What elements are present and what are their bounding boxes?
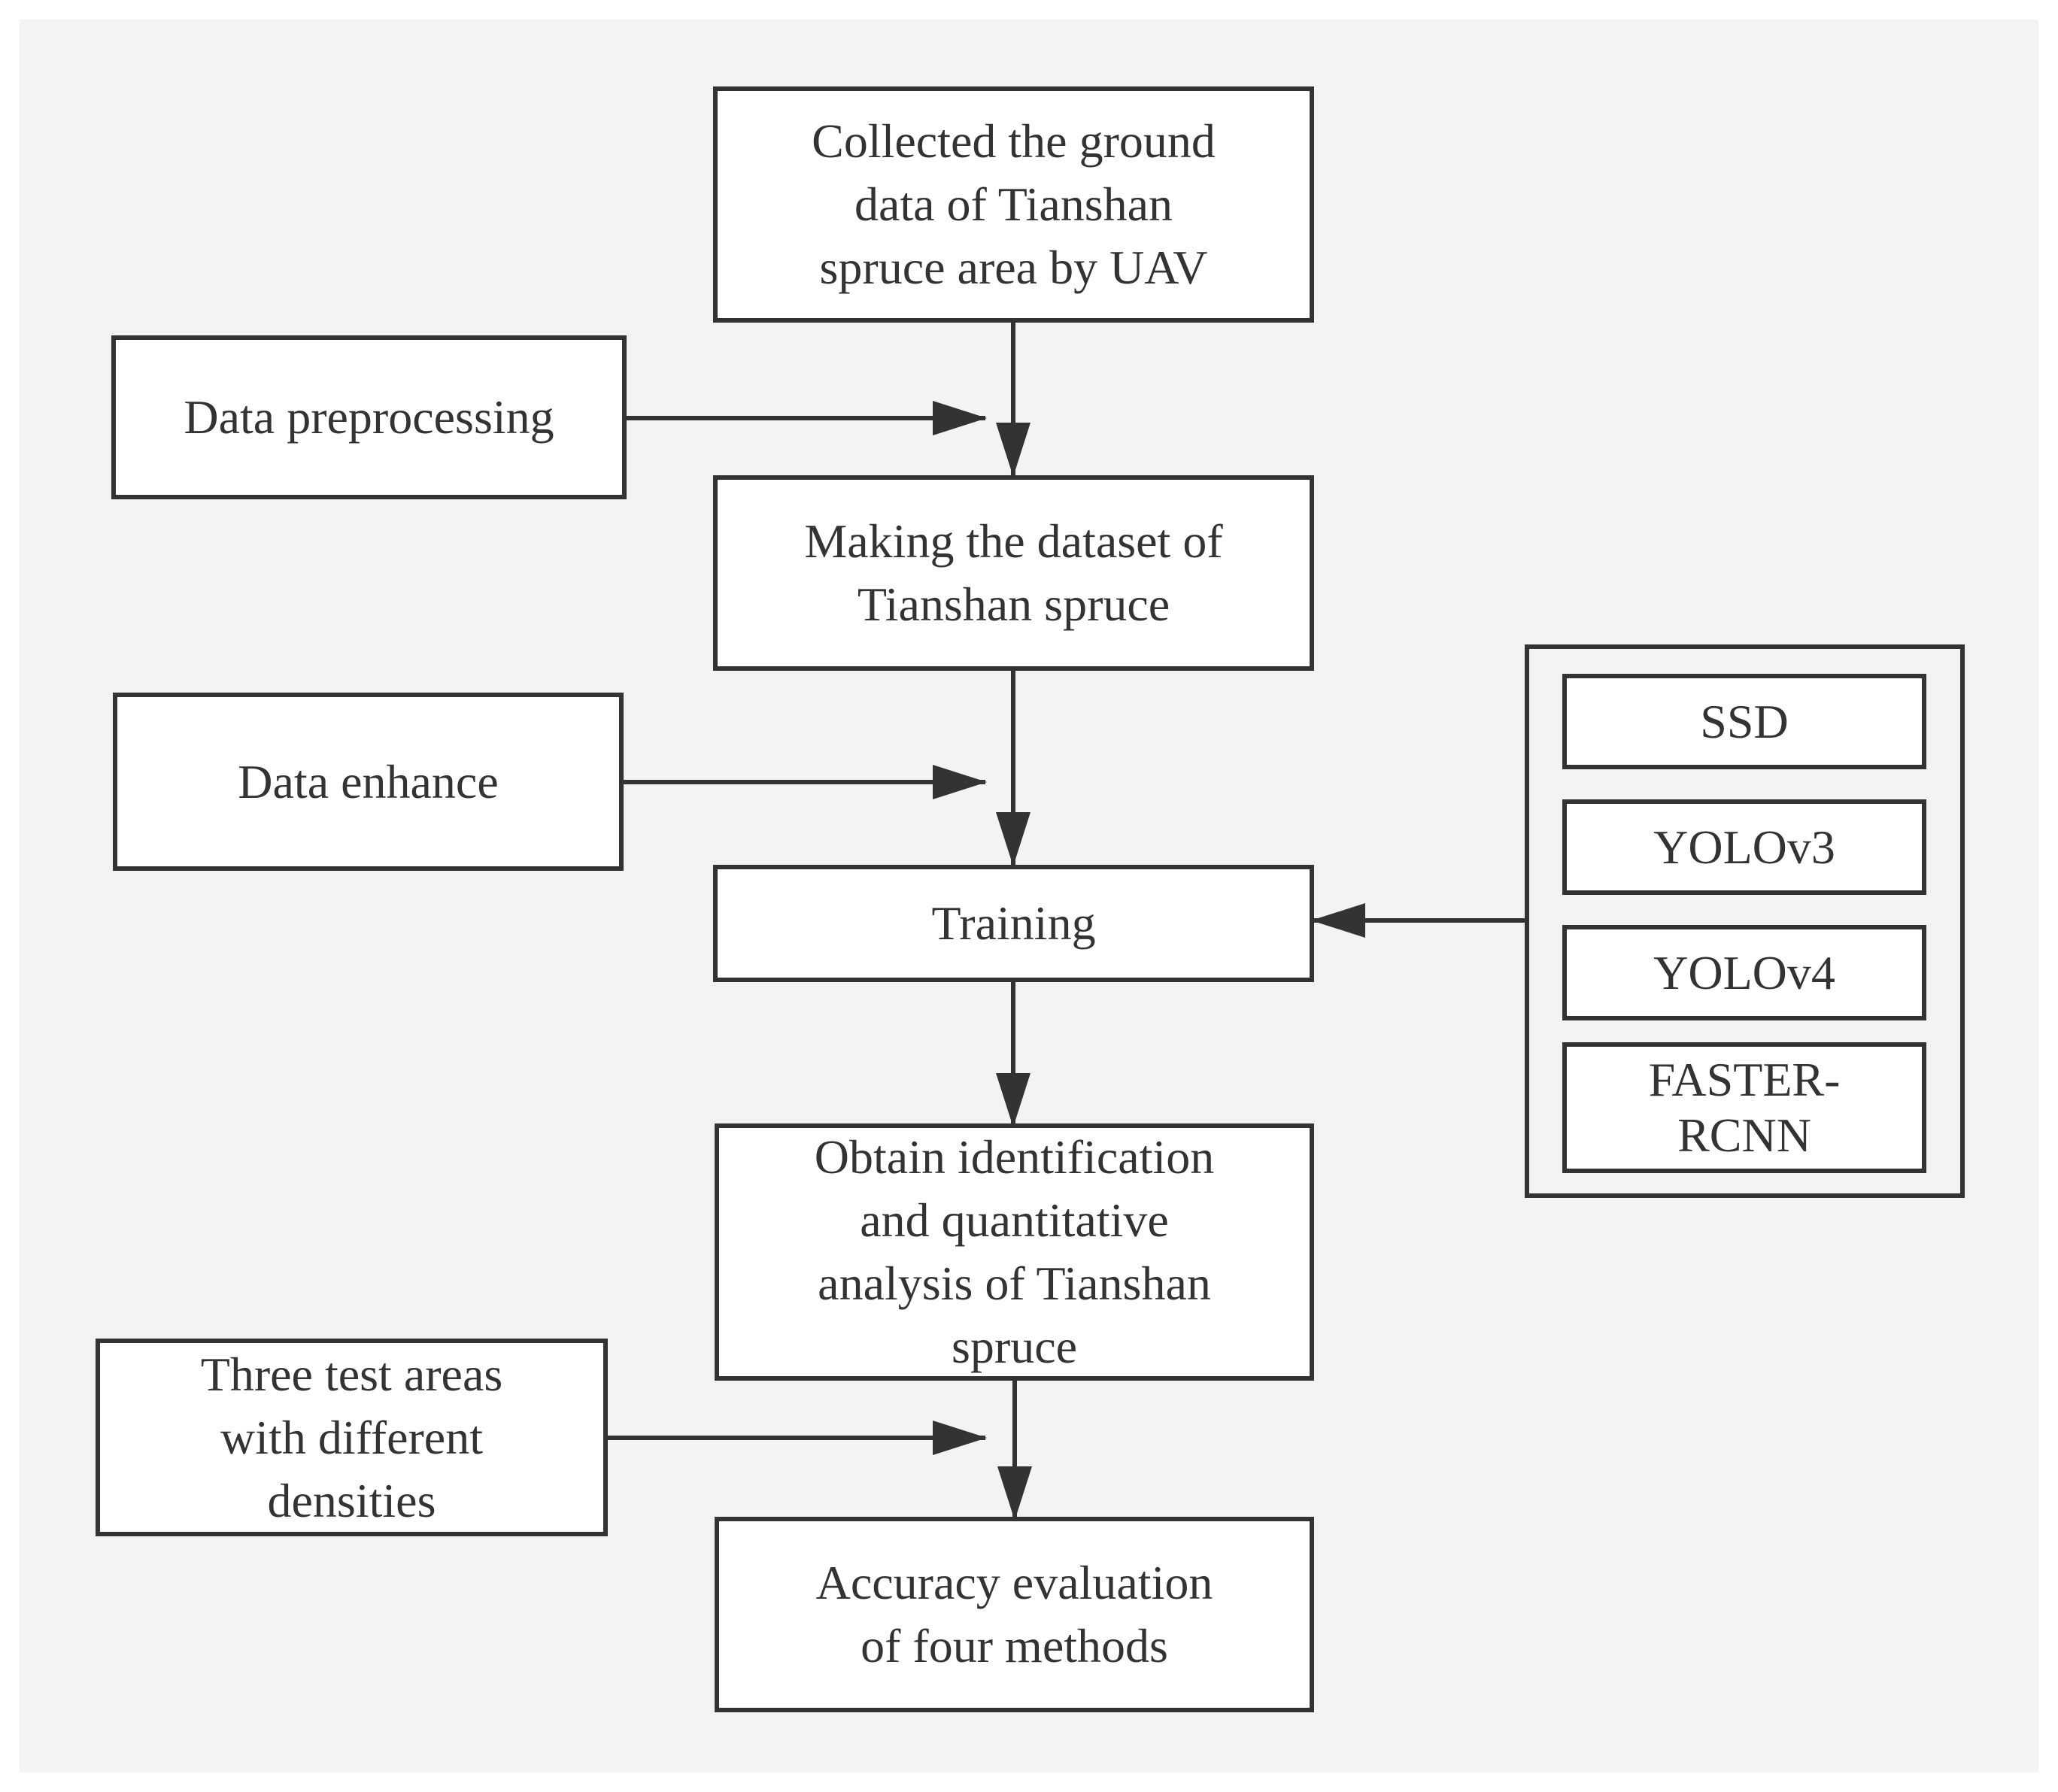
node-line: of four methods bbox=[861, 1619, 1168, 1672]
node-line: Three test areas bbox=[200, 1347, 503, 1401]
node-line: Making the dataset of bbox=[804, 514, 1223, 568]
node-line: and quantitative bbox=[860, 1193, 1169, 1247]
node-making-dataset: Making the dataset of Tianshan spruce bbox=[713, 475, 1314, 671]
node-line: with different bbox=[220, 1410, 483, 1464]
node-collect-uav-data: Collected the ground data of Tianshan sp… bbox=[713, 86, 1314, 323]
node-data-enhance: Data enhance bbox=[113, 693, 624, 871]
node-line: spruce bbox=[951, 1320, 1078, 1373]
model-label: FASTER- bbox=[1648, 1053, 1841, 1106]
model-ssd: SSD bbox=[1562, 674, 1926, 769]
node-line: analysis of Tianshan bbox=[818, 1257, 1211, 1310]
model-yolov4: YOLOv4 bbox=[1562, 925, 1926, 1020]
model-label: SSD bbox=[1700, 694, 1789, 748]
model-label: YOLOv3 bbox=[1653, 820, 1835, 874]
node-line: Data preprocessing bbox=[184, 390, 554, 444]
node-line: densities bbox=[267, 1473, 436, 1527]
node-line: Data enhance bbox=[238, 754, 499, 808]
node-obtain-analysis: Obtain identification and quantitative a… bbox=[715, 1123, 1314, 1381]
node-training: Training bbox=[713, 865, 1314, 982]
node-line: Collected the ground bbox=[812, 114, 1216, 168]
node-line: data of Tianshan bbox=[854, 177, 1173, 231]
node-data-preprocessing: Data preprocessing bbox=[111, 335, 627, 499]
node-line: Tianshan spruce bbox=[857, 578, 1170, 631]
node-line: spruce area by UAV bbox=[819, 241, 1208, 294]
node-line: Training bbox=[931, 896, 1096, 950]
models-group bbox=[1525, 644, 1965, 1198]
node-line: Accuracy evaluation bbox=[815, 1556, 1213, 1609]
model-label: RCNN bbox=[1677, 1108, 1811, 1162]
node-line: Obtain identification bbox=[814, 1130, 1215, 1184]
model-faster-rcnn: FASTER- RCNN bbox=[1562, 1042, 1926, 1173]
model-yolov3: YOLOv3 bbox=[1562, 799, 1926, 895]
node-three-test-areas: Three test areas with different densitie… bbox=[96, 1339, 608, 1536]
node-accuracy-evaluation: Accuracy evaluation of four methods bbox=[715, 1517, 1314, 1712]
model-label: YOLOv4 bbox=[1653, 945, 1835, 999]
